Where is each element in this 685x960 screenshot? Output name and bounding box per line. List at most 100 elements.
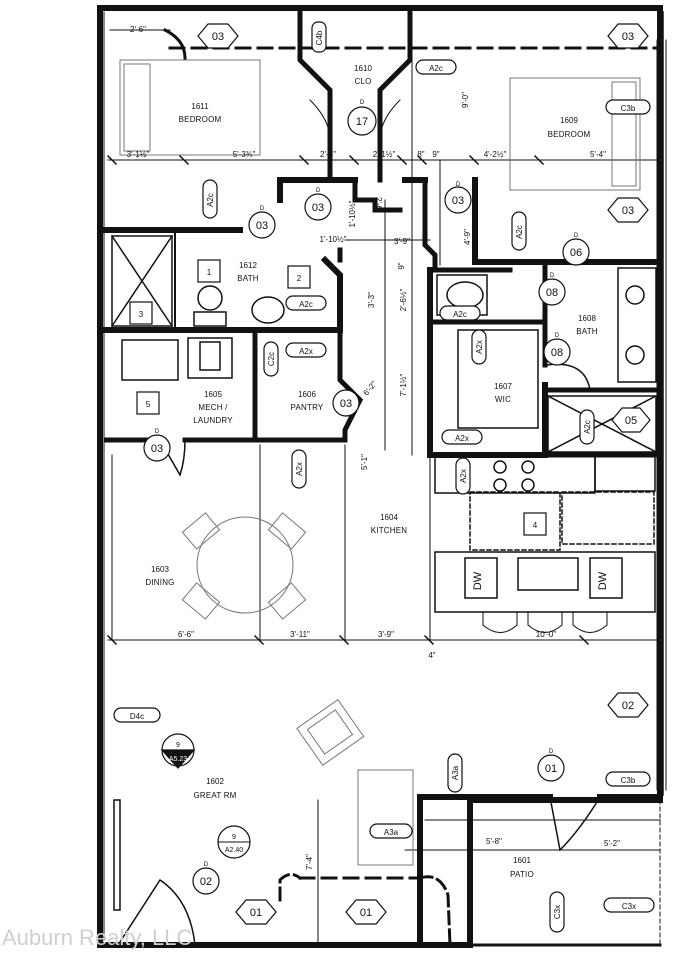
tag-label: A3a: [451, 765, 460, 780]
cabinet-box: [523, 512, 547, 536]
door-type: D: [550, 273, 555, 279]
tag-label: A2x: [475, 340, 484, 354]
tag-label: C3b: [621, 104, 636, 113]
wall: [337, 327, 364, 443]
dimension-label: 5'-8": [486, 837, 502, 846]
room-number: 1609: [560, 116, 578, 125]
section-number: 9: [232, 834, 236, 841]
cabinet-box: [136, 391, 160, 415]
bed: [119, 59, 261, 156]
door-type: D: [574, 233, 579, 239]
window-number: 01: [250, 907, 262, 919]
door-number: 02: [200, 876, 212, 888]
room-number: 1612: [239, 261, 257, 270]
door-type: D: [155, 429, 160, 435]
dimension-label: 8": [417, 150, 424, 159]
section-sheet: A5.23: [169, 756, 187, 763]
door-tag: [332, 389, 360, 417]
tag-box: [605, 771, 651, 787]
dimension-label: 1'-10½": [319, 235, 346, 244]
room-name: MECH /: [198, 403, 228, 412]
room-number: 1611: [191, 102, 209, 111]
tag-box: [511, 211, 527, 251]
tag-box: [291, 449, 307, 489]
door-type: D: [555, 333, 560, 339]
tag-box: [369, 823, 413, 839]
room-number: 1605: [204, 390, 222, 399]
tag-box: [549, 891, 565, 933]
shower-1612: [110, 234, 174, 328]
tag-box: [603, 897, 655, 913]
dishwasher-label: DW: [597, 571, 609, 590]
door-type: D: [344, 384, 349, 390]
tag-box: [441, 429, 483, 445]
tag-label: A2c: [206, 193, 215, 207]
door-tag: [304, 193, 332, 221]
dimension-label: 6'-6": [178, 630, 194, 639]
bed: [509, 77, 641, 191]
cabinet-box: [197, 259, 221, 283]
tag-label: A2x: [459, 469, 468, 483]
dimension-label: 1'-10½": [348, 200, 357, 227]
door-number: 01: [545, 763, 557, 775]
door-number: 08: [546, 287, 558, 299]
room-number: 1606: [298, 390, 316, 399]
dimension-label: 2'-6": [374, 197, 383, 213]
tag-label: D4c: [130, 712, 144, 721]
tag-label: A3a: [384, 828, 399, 837]
tag-box: [439, 305, 481, 321]
window-tag: [607, 197, 649, 223]
dimension-label: 2'-5": [320, 150, 336, 159]
window-number: 02: [622, 700, 634, 712]
dimension-label: 9": [432, 150, 439, 159]
tag-label: A2x: [295, 462, 304, 476]
dimension-label: 7'-1½": [399, 374, 408, 397]
door-number: 03: [312, 202, 324, 214]
dimension-label: 9'-0": [461, 92, 470, 108]
door-type: D: [360, 100, 365, 106]
room-name: BEDROOM: [179, 115, 222, 124]
window-number: 03: [622, 205, 634, 217]
window-tag: [611, 407, 651, 433]
dimension-label: 2'-6": [130, 25, 146, 34]
wall: [422, 177, 438, 273]
tag-box: [263, 341, 279, 377]
tag-box: [471, 329, 487, 365]
window-tag: [197, 23, 239, 49]
dishwasher-label: DW: [472, 571, 484, 590]
room-name: KITCHEN: [371, 526, 408, 535]
tag-box: [202, 179, 218, 219]
room-name: DINING: [145, 578, 174, 587]
tag-label: A2c: [515, 225, 524, 239]
tag-box: [455, 457, 471, 495]
cabinet-number: 2: [297, 274, 302, 283]
tag-box: [579, 409, 595, 445]
tag-label: C2c: [267, 352, 276, 366]
dimension-label: 7'-4": [305, 854, 314, 870]
dimension-label: 10'-0": [536, 630, 557, 639]
dimension-label: 5'-1": [360, 454, 369, 470]
cabinet-box: [129, 301, 153, 325]
room-number: 1601: [513, 856, 531, 865]
tag-label: A2c: [429, 64, 443, 73]
door-number: 03: [151, 443, 163, 455]
dimension-label: 3'-1½": [127, 150, 150, 159]
section-number: 9: [176, 742, 180, 749]
door-number: 06: [570, 247, 582, 259]
door-tag: [347, 106, 377, 136]
tag-label: A2x: [455, 434, 469, 443]
door-number: 03: [256, 220, 268, 232]
room-name: PATIO: [510, 870, 534, 879]
window-number: 01: [360, 907, 372, 919]
dimension-label: 3'-9": [394, 237, 410, 246]
tag-box: [285, 342, 327, 358]
cabinet-box: [287, 265, 311, 289]
dimension-label: 2'-1½": [373, 150, 396, 159]
room-number: 1604: [380, 513, 398, 522]
window-number: 03: [212, 31, 224, 43]
tag-label: C4b: [315, 30, 324, 45]
window-tag: [607, 23, 649, 49]
cabinet-number: 4: [533, 521, 538, 530]
dimension-label: 2'-6½": [399, 289, 408, 312]
dimension-label: 9": [397, 262, 406, 269]
